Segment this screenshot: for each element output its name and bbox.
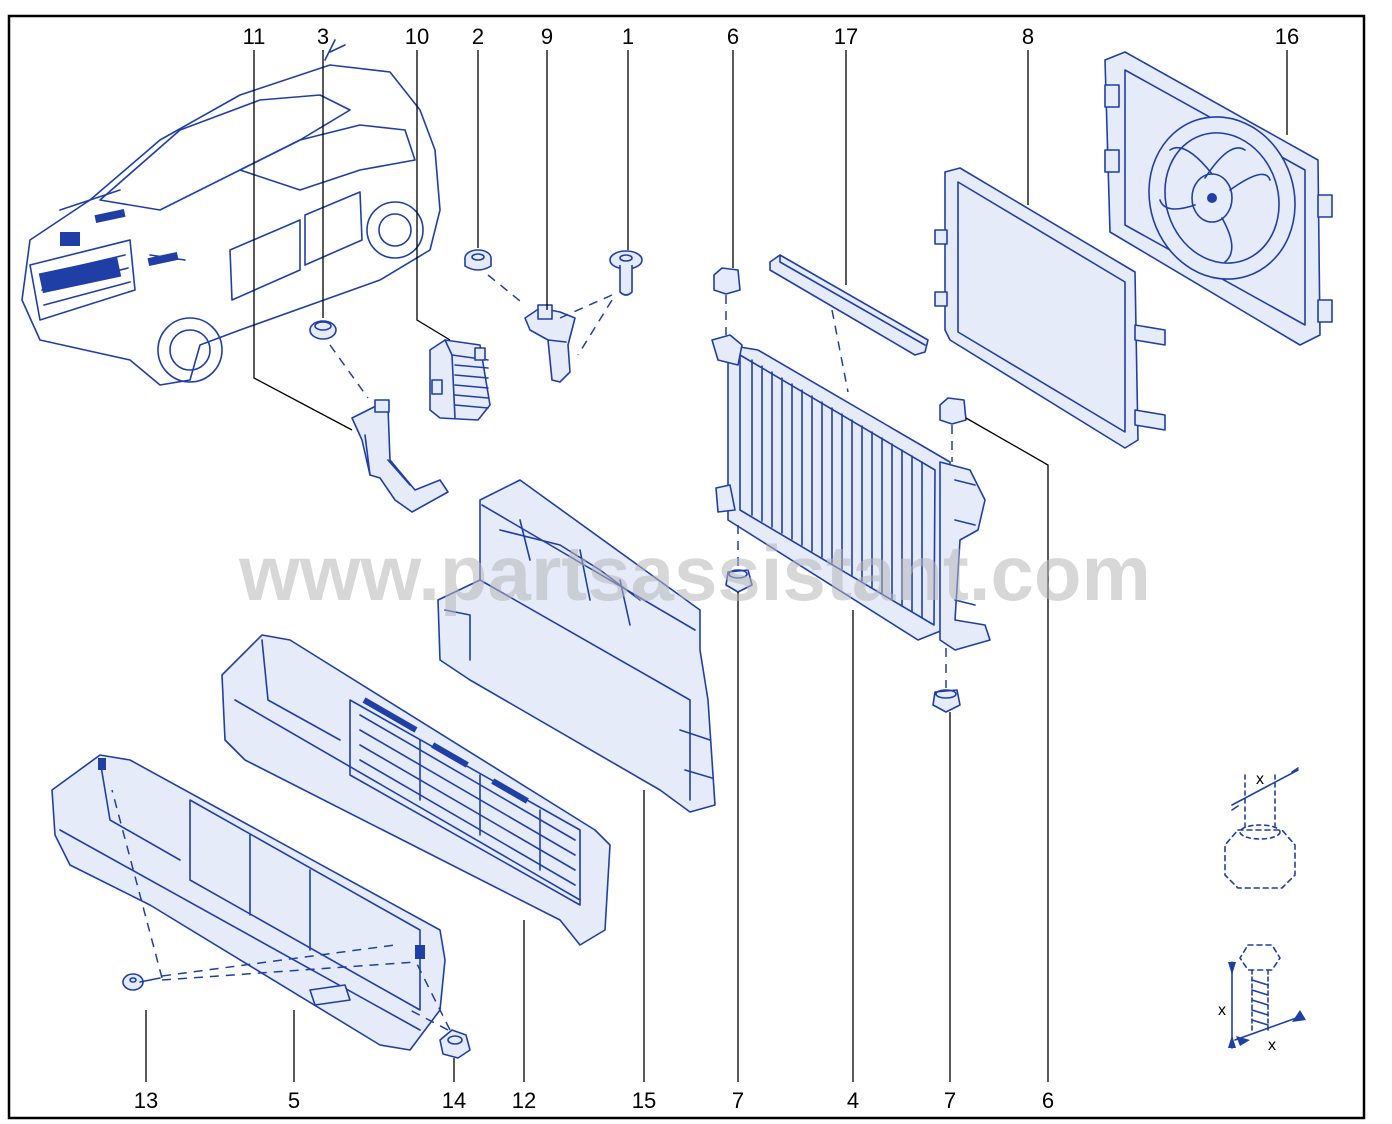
part-6-clip-left — [713, 267, 741, 335]
part-9-bracket — [524, 304, 576, 383]
part-11-bracket — [351, 399, 449, 513]
part-6-clip-right — [939, 397, 967, 462]
bolt-x-label-left: x — [1218, 1002, 1226, 1019]
part-2-nut — [464, 249, 526, 306]
callouts-top: 11 3 10 2 9 1 6 17 8 16 — [243, 24, 1300, 49]
callouts-bottom: 13 5 14 12 15 7 4 7 6 — [134, 1088, 1054, 1113]
callout-4: 4 — [847, 1088, 859, 1113]
part-10-oil-cooler — [429, 339, 491, 421]
part-8-condenser — [934, 167, 1166, 449]
callout-2: 2 — [472, 24, 484, 49]
part-5-deflector — [51, 754, 446, 1051]
part-15-air-duct — [437, 479, 716, 813]
callout-15: 15 — [632, 1088, 656, 1113]
watermark: www.partsassistant.com — [238, 529, 1151, 617]
vehicle-locator — [21, 39, 441, 386]
callout-11: 11 — [243, 24, 266, 49]
leader-lines — [145, 50, 1288, 1082]
callout-8: 8 — [1022, 24, 1034, 49]
diagram-frame — [7, 14, 1366, 1120]
part-7-mount-left — [725, 525, 753, 593]
callout-13: 13 — [134, 1088, 158, 1113]
part-3-grommet — [309, 320, 369, 399]
part-1-bolt — [559, 250, 643, 356]
part-4-radiator — [711, 334, 991, 651]
callout-16: 16 — [1275, 24, 1299, 49]
callout-7-left: 7 — [732, 1088, 744, 1113]
bolt-x-label-bottom: x — [1268, 1037, 1276, 1054]
nut-x-label: x — [1256, 771, 1264, 788]
part-7-mount-right — [932, 648, 961, 713]
callout-5: 5 — [288, 1088, 300, 1113]
nut-size-legend: x — [1224, 767, 1299, 889]
callout-6-top: 6 — [727, 24, 739, 49]
callout-6-bottom: 6 — [1042, 1088, 1054, 1113]
callout-17: 17 — [834, 24, 858, 49]
callout-7-right: 7 — [944, 1088, 956, 1113]
radiator-fins — [751, 359, 923, 618]
part-14-clip — [409, 959, 471, 1059]
part-13-rivet — [111, 789, 416, 991]
part-16-fan-shroud — [1104, 51, 1333, 346]
part-12-grille — [221, 634, 611, 946]
callout-3: 3 — [317, 24, 329, 49]
callout-12: 12 — [512, 1088, 536, 1113]
callout-1: 1 — [622, 24, 634, 49]
part-17-seal-strip — [769, 254, 929, 393]
callout-9: 9 — [541, 24, 553, 49]
callout-10: 10 — [405, 24, 429, 49]
callout-14: 14 — [442, 1088, 466, 1113]
bolt-size-legend: x x — [1218, 944, 1306, 1054]
